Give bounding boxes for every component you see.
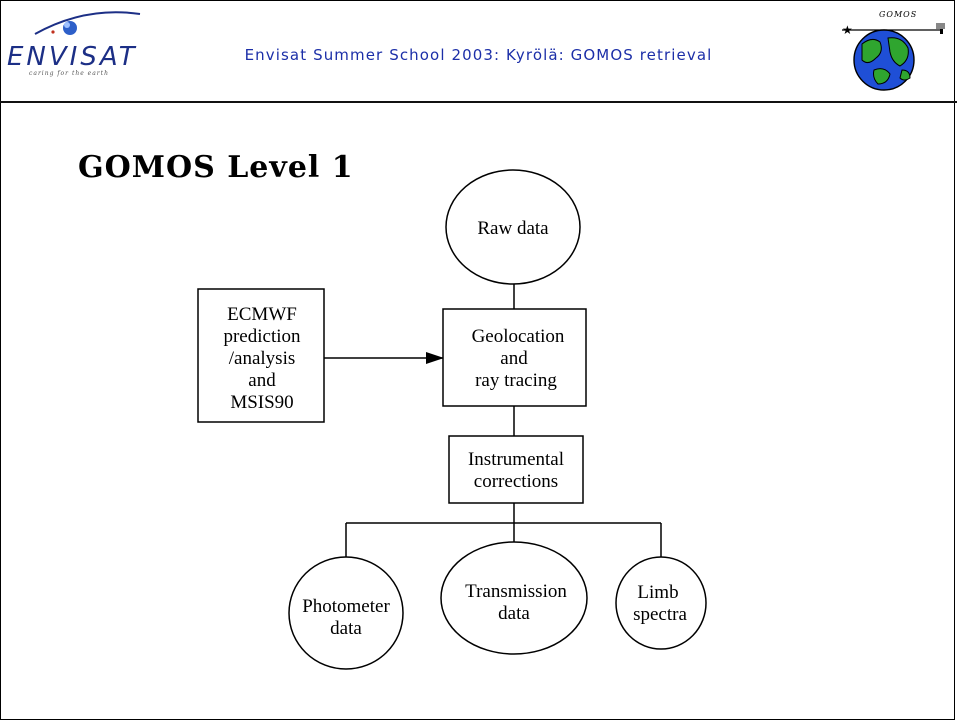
envisat-logo-text: ENVISAT	[7, 42, 138, 72]
envisat-logo-tagline: caring for the earth	[29, 70, 109, 77]
ecmwf-label-line1: ECMWF	[227, 304, 297, 325]
raw-data-label: Raw data	[477, 218, 549, 239]
transmission-label-line2: data	[498, 603, 530, 624]
photometer-node	[288, 556, 404, 670]
photometer-label-line2: data	[330, 618, 362, 639]
limb-label-line1: Limb	[637, 582, 678, 603]
header-divider	[0, 101, 957, 103]
geolocation-label-line1: Geolocation	[472, 326, 565, 347]
instrumental-node	[448, 435, 584, 504]
photometer-label-line1: Photometer	[302, 596, 390, 617]
geolocation-label-line3: ray tracing	[475, 370, 557, 391]
geolocation-label-line2: and	[500, 348, 528, 369]
limb-node	[615, 556, 707, 650]
gomos-logo-text: GOMOS	[879, 10, 918, 19]
gomos-globe-icon: ★	[842, 23, 945, 91]
gomos-logo: ★	[832, 8, 952, 94]
svg-text:★: ★	[842, 23, 853, 37]
envisat-logo: ENVISAT caring for the earth	[5, 4, 185, 94]
transmission-label-line1: Transmission	[465, 581, 567, 602]
geolocation-node	[442, 308, 587, 407]
ecmwf-label-line4: and	[248, 370, 276, 391]
instrumental-label-line2: corrections	[474, 471, 558, 492]
instrumental-label-line1: Instrumental	[468, 449, 564, 470]
header-title: Envisat Summer School 2003: Kyrölä: GOMO…	[244, 46, 713, 64]
ecmwf-node	[197, 288, 325, 423]
raw-data-node	[445, 169, 581, 285]
transmission-node	[440, 541, 588, 655]
slide-title: GOMOS Level 1	[78, 150, 354, 185]
limb-label-line2: spectra	[633, 604, 687, 625]
ecmwf-label-line3: /analysis	[229, 348, 296, 369]
ecmwf-label-line2: prediction	[223, 326, 301, 347]
ecmwf-label-line5: MSIS90	[230, 392, 293, 413]
envisat-swoosh-icon	[34, 11, 141, 35]
